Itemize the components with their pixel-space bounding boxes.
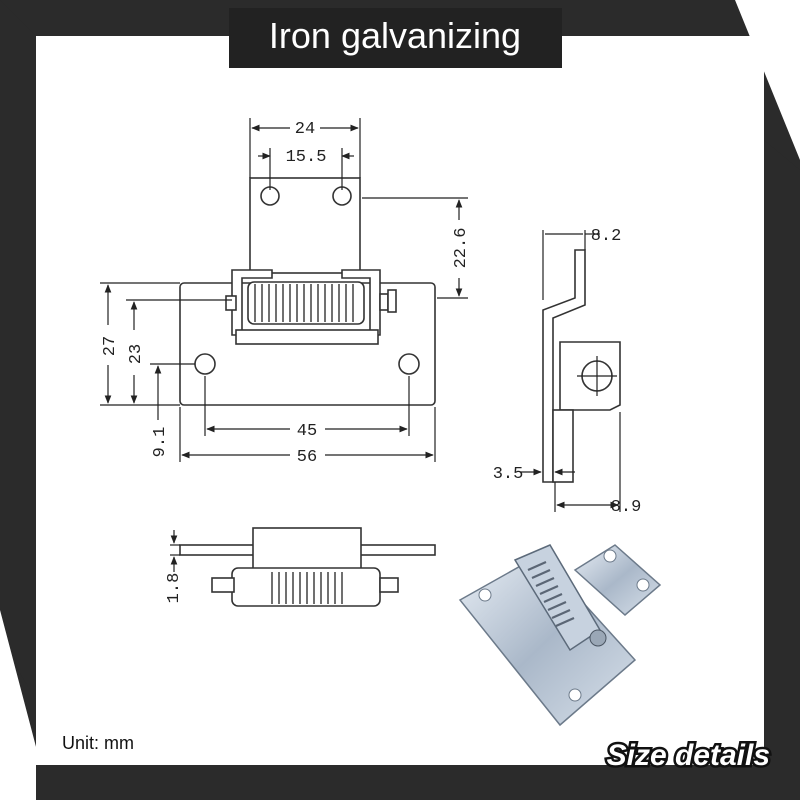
corner-accent-bottom [0, 610, 50, 800]
product-base-plate [458, 554, 637, 727]
dim-side-bottom: 8.9 [611, 498, 642, 517]
dim-inner-height: 23 [127, 344, 146, 364]
product-pin [589, 629, 607, 647]
title-bar: Iron galvanizing [229, 8, 562, 68]
dimension-lines-front [100, 118, 468, 462]
plan-pin-end [379, 577, 399, 593]
dim-hole-spacing-bottom: 45 [297, 422, 317, 441]
mounting-hole [398, 353, 420, 375]
knuckle-base [235, 329, 379, 345]
section-label: Size details [607, 739, 770, 772]
mounting-hole [194, 353, 216, 375]
dim-overall-height: 27 [101, 336, 120, 356]
dimension-lines-side [520, 230, 621, 512]
spring-coils [254, 284, 354, 322]
dim-side-top: 8.2 [591, 227, 622, 246]
unit-label: Unit: mm [62, 733, 134, 753]
spring-housing [247, 281, 365, 325]
dim-top-width: 24 [295, 120, 315, 139]
dim-top-height: 22.6 [452, 228, 471, 269]
product-spring [527, 560, 575, 628]
dimension-lines-plan [170, 530, 180, 572]
dim-base-width: 56 [297, 448, 317, 467]
dim-hole-offset: 9.1 [151, 427, 170, 458]
plan-spring-housing [231, 567, 381, 607]
side-view-drawing [542, 249, 621, 483]
product-illustration [458, 544, 662, 727]
dim-side-thickness: 3.5 [493, 465, 524, 484]
dim-plate-thickness: 1.8 [165, 573, 184, 604]
pin-cap [387, 289, 397, 313]
dim-hole-spacing-top: 15.5 [286, 148, 327, 167]
corner-accent-top [735, 0, 800, 160]
product-top-leaf [573, 544, 662, 616]
page-title: Iron galvanizing [269, 15, 521, 56]
plan-pin-end [211, 577, 235, 593]
pin-end [225, 295, 237, 311]
plan-leaf [252, 527, 362, 571]
plan-spring-coils [271, 572, 343, 604]
pin-end [379, 293, 389, 311]
front-view-drawing [179, 177, 436, 406]
side-plate [552, 409, 574, 483]
knuckle-bracket [231, 269, 273, 336]
plan-view-drawing [179, 527, 436, 607]
